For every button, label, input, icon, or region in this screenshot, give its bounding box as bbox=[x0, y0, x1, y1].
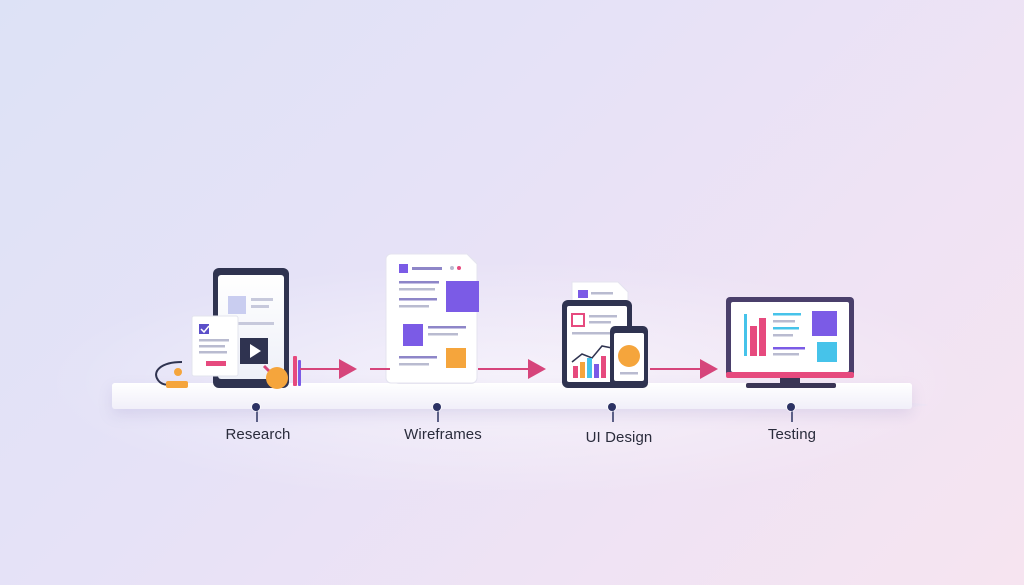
stage-label-wireframes: Wireframes bbox=[404, 426, 482, 443]
testing-illustration bbox=[726, 297, 854, 388]
stage-label-testing: Testing bbox=[767, 426, 817, 443]
stage-label-research: Research bbox=[225, 426, 291, 443]
marker-stem-ui-design bbox=[612, 408, 614, 422]
marker-dot-testing bbox=[787, 403, 795, 411]
marker-dot-research bbox=[252, 403, 260, 411]
stage-label-ui-design: UI Design bbox=[585, 429, 653, 446]
marker-dot-wireframes bbox=[433, 403, 441, 411]
marker-dot-ui-design bbox=[608, 403, 616, 411]
marker-stem-testing bbox=[791, 408, 793, 422]
research-illustration bbox=[155, 268, 301, 389]
wireframes-illustration bbox=[385, 253, 479, 384]
marker-stem-wireframes bbox=[437, 408, 439, 422]
ui-design-illustration bbox=[562, 281, 648, 388]
marker-stem-research bbox=[256, 408, 258, 422]
